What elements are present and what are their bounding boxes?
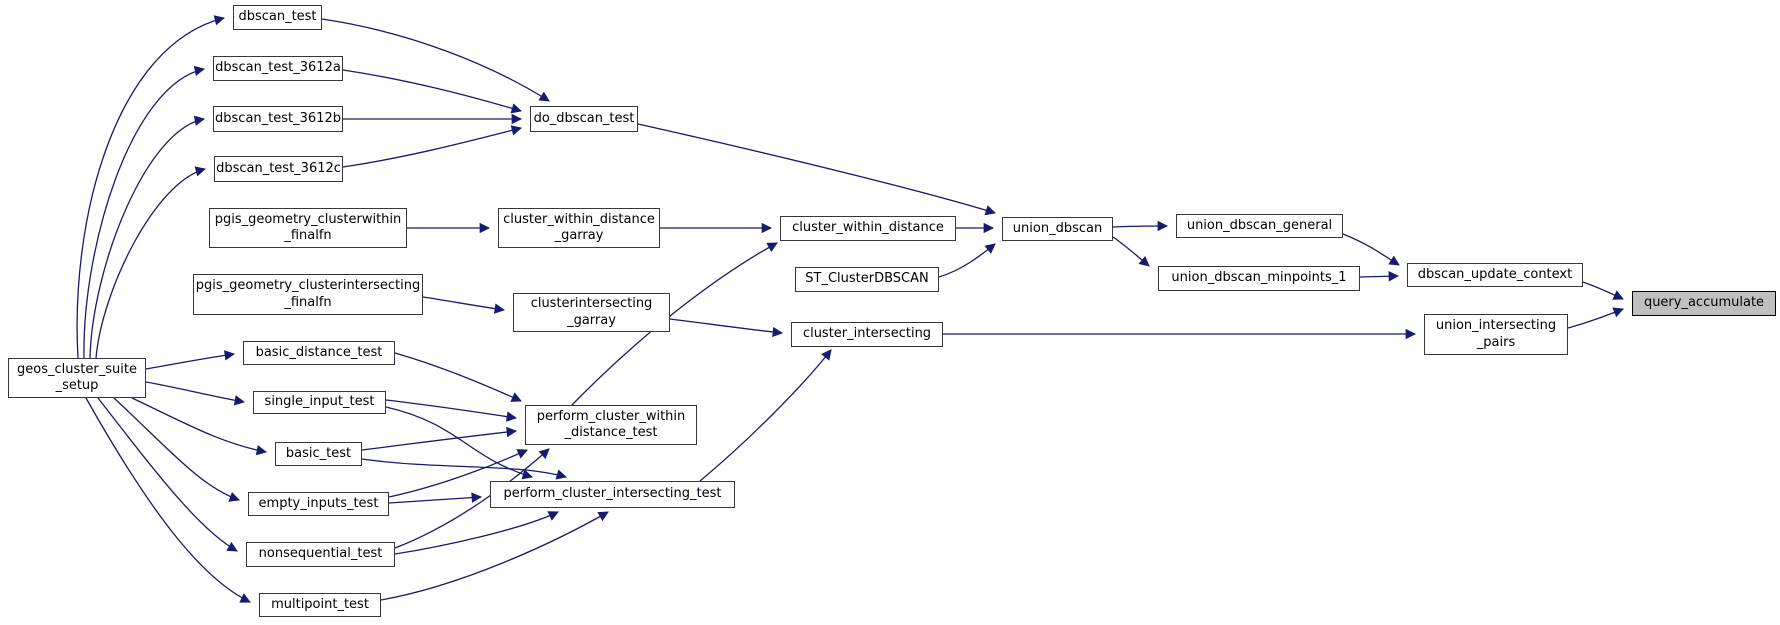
edge-do_dbscan_test-union_dbscan <box>637 123 996 216</box>
edge-multipoint_test-perform_cluster_intersecting_test <box>380 511 609 601</box>
edge-clusterintersecting_garray-cluster_intersecting <box>669 318 784 338</box>
edge-geos_cluster_suite_setup-dbscan_test_3612c <box>95 166 207 359</box>
edge-single_input_test-perform_cluster_intersecting_test <box>385 406 533 480</box>
node-dbscan_test[interactable]: dbscan_test <box>233 5 322 30</box>
node-nonsequential_test[interactable]: nonsequential_test <box>246 542 395 567</box>
edge-dbscan_test_3612c-do_dbscan_test <box>342 125 523 168</box>
edge-perform_cluster_intersecting_test-cluster_intersecting <box>699 349 832 482</box>
node-dbscan_test_3612a[interactable]: dbscan_test_3612a <box>213 56 343 81</box>
node-ST_ClusterDBSCAN[interactable]: ST_ClusterDBSCAN <box>795 267 939 292</box>
edge-dbscan_test_3612a-do_dbscan_test <box>342 69 522 114</box>
node-union_dbscan_minpoints_1[interactable]: union_dbscan_minpoints_1 <box>1158 266 1360 291</box>
edge-basic_distance_test-perform_cluster_within_distance_test <box>394 352 522 402</box>
node-basic_distance_test[interactable]: basic_distance_test <box>243 341 395 365</box>
edge-geos_cluster_suite_setup-basic_test <box>131 397 268 456</box>
edge-geos_cluster_suite_setup-nonsequential_test <box>97 397 238 552</box>
edge-union_dbscan_general-dbscan_update_context <box>1342 233 1400 266</box>
edge-union_intersecting_pairs-query_accumulate <box>1567 307 1624 329</box>
node-multipoint_test[interactable]: multipoint_test <box>259 593 381 617</box>
node-cluster_within_distance[interactable]: cluster_within_distance <box>780 216 956 241</box>
edge-geos_cluster_suite_setup-basic_distance_test <box>145 350 236 370</box>
node-basic_test[interactable]: basic_test <box>275 442 362 466</box>
edge-geos_cluster_suite_setup-multipoint_test <box>85 397 251 603</box>
node-empty_inputs_test[interactable]: empty_inputs_test <box>248 492 389 516</box>
edge-single_input_test-perform_cluster_within_distance_test <box>385 399 518 422</box>
node-union_dbscan[interactable]: union_dbscan <box>1002 217 1113 241</box>
edge-pgis_geometry_clusterintersecting_finalfn-clusterintersecting_garray <box>422 296 506 314</box>
node-cluster_within_distance_garray[interactable]: cluster_within_distance _garray <box>498 208 660 248</box>
node-pgis_geometry_clusterwithin_finalfn[interactable]: pgis_geometry_clusterwithin _finalfn <box>209 208 407 248</box>
edge-union_dbscan-union_dbscan_general <box>1112 220 1169 232</box>
edge-union_dbscan_minpoints_1-dbscan_update_context <box>1359 271 1400 282</box>
node-do_dbscan_test[interactable]: do_dbscan_test <box>530 106 638 132</box>
edge-empty_inputs_test-perform_cluster_intersecting_test <box>388 492 483 504</box>
node-dbscan_test_3612b[interactable]: dbscan_test_3612b <box>213 106 343 132</box>
edge-geos_cluster_suite_setup-dbscan_test_3612b <box>89 115 206 359</box>
edge-geos_cluster_suite_setup-single_input_test <box>145 381 246 406</box>
node-pgis_geometry_clusterintersecting_finalfn[interactable]: pgis_geometry_clusterintersecting _final… <box>193 274 423 315</box>
edge-geos_cluster_suite_setup-dbscan_test_3612a <box>83 65 206 359</box>
node-union_intersecting_pairs[interactable]: union_intersecting _pairs <box>1424 314 1568 355</box>
edge-dbscan_test-do_dbscan_test <box>321 18 550 102</box>
node-geos_cluster_suite_setup[interactable]: geos_cluster_suite _setup <box>8 358 146 398</box>
node-dbscan_test_3612c[interactable]: dbscan_test_3612c <box>214 156 343 182</box>
edge-dbscan_update_context-query_accumulate <box>1582 281 1624 300</box>
node-dbscan_update_context[interactable]: dbscan_update_context <box>1407 263 1583 287</box>
node-clusterintersecting_garray[interactable]: clusterintersecting _garray <box>513 293 670 332</box>
node-perform_cluster_within_distance_test[interactable]: perform_cluster_within _distance_test <box>525 405 697 445</box>
node-single_input_test[interactable]: single_input_test <box>253 391 386 414</box>
edge-geos_cluster_suite_setup-empty_inputs_test <box>113 397 240 502</box>
edge-nonsequential_test-perform_cluster_intersecting_test <box>394 511 559 555</box>
node-perform_cluster_intersecting_test[interactable]: perform_cluster_intersecting_test <box>490 481 735 508</box>
edge-basic_test-perform_cluster_intersecting_test <box>361 458 568 480</box>
edge-basic_test-perform_cluster_within_distance_test <box>361 426 518 451</box>
node-cluster_intersecting[interactable]: cluster_intersecting <box>791 322 943 347</box>
node-union_dbscan_general[interactable]: union_dbscan_general <box>1176 214 1343 238</box>
edge-ST_ClusterDBSCAN-union_dbscan <box>938 243 996 278</box>
node-query_accumulate: query_accumulate <box>1632 291 1776 316</box>
edge-union_dbscan-union_dbscan_minpoints_1 <box>1112 236 1150 267</box>
